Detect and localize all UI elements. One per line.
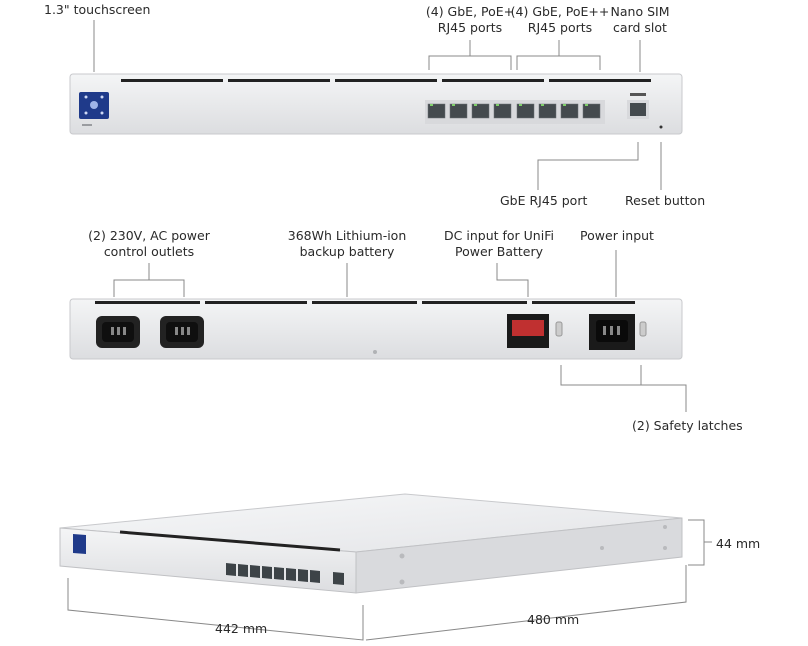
depth-dimension-label: 480 mm bbox=[527, 612, 580, 627]
perspective-ports bbox=[226, 563, 344, 585]
power-input-icon bbox=[589, 314, 647, 350]
touchscreen-icon bbox=[79, 92, 109, 126]
gbe-port-label: GbE RJ45 port bbox=[500, 193, 588, 208]
dimension-lines bbox=[67, 519, 712, 641]
gbe-port-icon bbox=[627, 93, 649, 119]
nano-sim-label: Nano SIM card slot bbox=[610, 4, 670, 35]
height-dimension-label: 44 mm bbox=[716, 536, 761, 551]
dc-input-icon bbox=[507, 314, 563, 348]
ac-outlet-icon bbox=[96, 316, 204, 348]
front-rj45-ports bbox=[425, 100, 605, 124]
ac-outlets-label: (2) 230V, AC power control outlets bbox=[88, 228, 210, 259]
front-panel bbox=[69, 73, 683, 135]
reset-button-label: Reset button bbox=[625, 193, 706, 208]
front-vents bbox=[121, 79, 651, 82]
rear-panel bbox=[69, 298, 683, 360]
safety-latches-label: (2) Safety latches bbox=[632, 418, 743, 433]
rear-vents bbox=[95, 301, 635, 304]
dc-input-label: DC input for UniFi Power Battery bbox=[444, 228, 554, 259]
battery-label: 368Wh Lithium-ion backup battery bbox=[287, 228, 407, 259]
front-leaders bbox=[93, 20, 662, 190]
rear-leaders bbox=[113, 250, 687, 412]
device-perspective bbox=[59, 493, 683, 594]
touchscreen-label: 1.3" touchscreen bbox=[44, 2, 151, 17]
power-input-label: Power input bbox=[580, 228, 654, 243]
reset-button-icon bbox=[659, 125, 663, 129]
poe-plusplus-label: (4) GbE, PoE++ RJ45 ports bbox=[510, 4, 610, 35]
width-dimension-label: 442 mm bbox=[215, 621, 268, 636]
poe-plus-label: (4) GbE, PoE+ RJ45 ports bbox=[425, 4, 515, 35]
